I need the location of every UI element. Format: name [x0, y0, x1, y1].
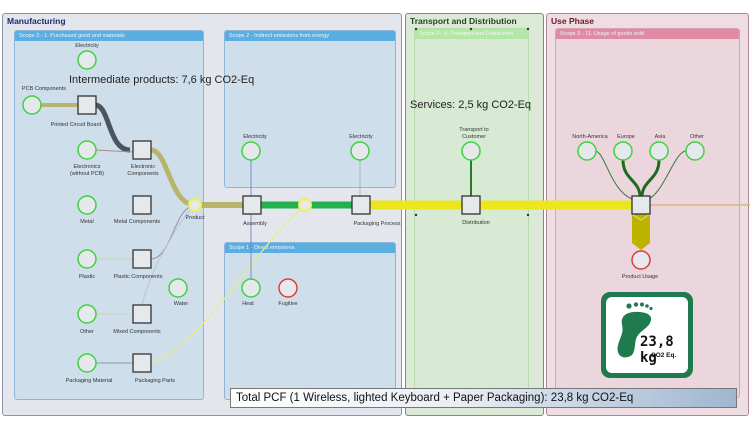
services-label: Services: 2,5 kg CO2-Eq — [410, 99, 532, 111]
process-distribution[interactable]: Distribution — [461, 195, 490, 226]
process-mixed-components[interactable]: Mixed Components — [113, 304, 161, 335]
process-usage[interactable] — [631, 195, 651, 215]
process-metal-components[interactable]: Metal Components — [114, 195, 160, 225]
total-pcf-label: Total PCF (1 Wireless, lighted Keyboard … — [230, 388, 737, 408]
badge-value: 23,8 kg — [640, 334, 674, 366]
badge-inner: 23,8 kg CO2 Eq. — [606, 297, 688, 373]
node-label: Customer — [462, 134, 486, 140]
scope-direct-emissions: Scope 1 - Direct emissions — [224, 242, 396, 400]
node-label: Plastic — [79, 274, 95, 280]
intermediate-products-label: Intermediate products: 7,6 kg CO2-Eq — [69, 74, 255, 86]
node-label: Fugitive — [278, 301, 297, 307]
flow-electronic-to-product — [150, 147, 196, 208]
flow-asia-to-usage — [640, 159, 661, 198]
node-label: Transport to — [459, 127, 488, 133]
flow-usage-to-product-usage — [632, 214, 650, 250]
scope-header-usage: Scope 3 - 11. Usage of goods sold — [556, 29, 739, 39]
process-label: Electronic — [131, 164, 155, 170]
node-other-region[interactable]: Other — [685, 134, 705, 161]
scope-indirect-emissions: Scope 2 - Indirect emissions from energy — [224, 30, 396, 188]
node-north-america[interactable]: North-America — [572, 134, 609, 161]
flow-plastic-comp-to-product — [150, 206, 191, 260]
process-assembly[interactable]: Assembly — [242, 195, 267, 227]
node-pcb-components[interactable]: PCB Components — [22, 86, 66, 115]
node-plastic[interactable]: Plastic — [77, 249, 97, 280]
node-label: Heat — [242, 301, 254, 307]
node-label: (without PCB) — [70, 171, 104, 177]
node-metal[interactable]: Metal — [77, 195, 97, 225]
process-label: Metal Components — [114, 219, 160, 225]
process-label: Plastic Components — [114, 274, 163, 280]
node-heat[interactable]: Heat — [241, 278, 261, 307]
process-label: Distribution — [462, 220, 490, 226]
handle-dot — [414, 27, 418, 31]
node-label: Product — [186, 215, 205, 221]
node-electricity-packaging[interactable]: Electricity — [349, 134, 373, 161]
node-fugitive[interactable]: Fugitive — [278, 278, 298, 307]
process-printed-circuit-board[interactable]: Printed Circuit Board — [51, 95, 102, 128]
flow-chevron — [631, 213, 651, 221]
process-packaging[interactable]: Packaging Process — [351, 195, 401, 227]
flow-parts-to-hub — [150, 205, 306, 364]
flow-na-to-usage — [594, 150, 633, 200]
node-label: Metal — [80, 219, 93, 225]
carbon-footprint-badge: 23,8 kg CO2 Eq. — [601, 292, 693, 378]
process-label: Components — [127, 171, 158, 177]
node-electricity-mfg[interactable]: Electricity — [75, 43, 99, 70]
node-electronics[interactable]: Electronics (without PCB) — [70, 140, 104, 177]
node-hub-assembly-packaging[interactable] — [298, 198, 312, 212]
process-plastic-components[interactable]: Plastic Components — [114, 249, 163, 280]
scope-purchased-goods: Scope 3 - 1. Purchased good and material… — [14, 30, 204, 400]
node-transport-to-customer[interactable]: Transport to Customer — [459, 127, 489, 161]
node-label: PCB Components — [22, 86, 66, 92]
node-label: North-America — [572, 134, 608, 140]
handle-dot — [526, 27, 530, 31]
node-label: Other — [80, 329, 94, 335]
node-label: Asia — [655, 134, 667, 140]
process-label: Assembly — [243, 221, 267, 227]
handle-dot — [414, 213, 418, 217]
flow-board-to-electronic — [94, 102, 131, 153]
flow-electronics-to-component — [95, 149, 134, 153]
handle-dot — [526, 213, 530, 217]
node-label: Electronics — [74, 164, 101, 170]
badge-unit: CO2 Eq. — [651, 352, 677, 359]
node-label: Packaging Material — [66, 378, 113, 384]
node-label: Other — [690, 134, 704, 140]
node-europe[interactable]: Europe — [613, 134, 635, 161]
node-label: Electricity — [75, 43, 99, 49]
node-electricity-assembly[interactable]: Electricity — [241, 134, 267, 161]
scope-header-transport: Scope 3 - 9. Transport and Distribution — [415, 29, 528, 39]
node-packaging-material[interactable]: Packaging Material — [66, 353, 113, 384]
node-asia[interactable]: Asia — [649, 134, 669, 161]
node-product[interactable]: Product — [186, 198, 205, 221]
node-label: Europe — [617, 134, 635, 140]
node-other[interactable]: Other — [77, 304, 97, 335]
footprint-icon — [617, 302, 653, 358]
process-packaging-parts[interactable]: Packaging Parts — [132, 353, 175, 384]
scope-header-purchased: Scope 3 - 1. Purchased good and material… — [15, 31, 203, 41]
process-electronic-components[interactable]: Electronic Components — [127, 140, 159, 177]
node-label: Water — [174, 301, 189, 307]
node-label: Electricity — [243, 134, 267, 140]
phase-title-manufacturing: Manufacturing — [7, 16, 66, 26]
node-product-usage[interactable]: Product Usage — [622, 250, 658, 280]
process-label: Packaging Parts — [135, 378, 175, 384]
flow-mixed-to-product — [141, 207, 193, 306]
flow-other-to-usage — [648, 150, 687, 200]
handle-dot — [469, 27, 473, 31]
flow-europe-to-usage — [621, 159, 642, 198]
node-water[interactable]: Water — [168, 278, 189, 307]
process-label: Printed Circuit Board — [51, 122, 102, 128]
scope-header-direct: Scope 1 - Direct emissions — [225, 243, 395, 253]
scope-header-indirect: Scope 2 - Indirect emissions from energy — [225, 31, 395, 41]
phase-title-use: Use Phase — [551, 16, 594, 26]
process-label: Mixed Components — [113, 329, 161, 335]
node-label: Electricity — [349, 134, 373, 140]
node-label: Product Usage — [622, 274, 658, 280]
process-label: Packaging Process — [353, 221, 400, 227]
phase-title-transport: Transport and Distribution — [410, 16, 517, 26]
